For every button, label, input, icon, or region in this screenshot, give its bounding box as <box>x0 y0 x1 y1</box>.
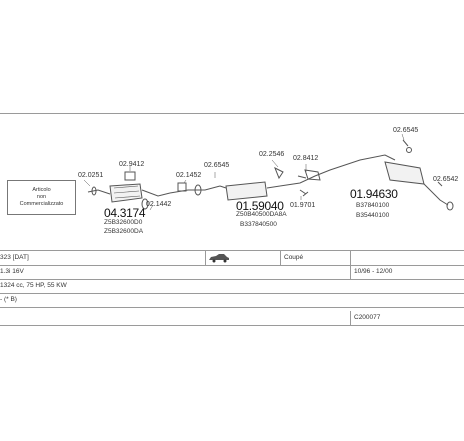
info-row-model: 323 [DAT] Coupé <box>0 251 464 266</box>
top-divider <box>0 113 464 114</box>
col-divider-1 <box>205 251 206 265</box>
gasket-a <box>141 198 149 210</box>
info-top-divider <box>0 250 464 251</box>
front-pipe <box>87 189 111 195</box>
rear-silencer-code[interactable]: 01.94630 <box>350 187 398 201</box>
note-line-1: Articolo <box>32 187 51 194</box>
col-divider-4 <box>350 311 351 325</box>
info-row-spec: 1324 cc, 75 HP, 55 KW <box>0 279 464 294</box>
col-divider-2 <box>280 251 281 265</box>
part-code-1[interactable]: 02.0251 <box>78 172 104 179</box>
engine-label: 1.3i 16V <box>0 268 24 275</box>
clamp-b <box>177 182 187 192</box>
info-row-engine: 1.3i 16V 10/96 - 12/00 <box>0 265 464 280</box>
info-row-misc: - (* B) <box>0 293 464 308</box>
engine-spec: 1324 cc, 75 HP, 55 KW <box>0 282 67 289</box>
cat-outlet-pipe <box>141 189 171 197</box>
car-icon <box>209 254 229 263</box>
not-sold-note: Articolo non Commercializzato <box>7 180 76 215</box>
bracket-c <box>304 169 321 181</box>
part-code-9[interactable]: 02.6545 <box>393 127 419 134</box>
rear-silencer <box>384 161 425 185</box>
body-type: Coupé <box>284 254 304 261</box>
rear-silencer-oem-2: B35440100 <box>356 212 390 219</box>
model-label: 323 [DAT] <box>0 254 29 261</box>
part-code-2[interactable]: 02.9412 <box>119 161 145 168</box>
gasket-b <box>194 184 202 196</box>
clamp-c <box>299 189 309 197</box>
misc-note: - (* B) <box>0 296 17 303</box>
note-line-2: non <box>36 194 47 201</box>
front-flange <box>91 186 97 196</box>
hanger-b <box>402 139 409 147</box>
rear-pipe <box>279 154 396 187</box>
hanger-c <box>437 181 443 187</box>
rear-silencer-oem-1: B37840100 <box>356 202 390 209</box>
mid-silencer-code[interactable]: 01.59040 <box>236 199 284 213</box>
part-code-8[interactable]: 01.9701 <box>290 202 316 209</box>
mid-silencer-oem-2: B337840500 <box>240 221 277 228</box>
hanger-a <box>274 166 284 180</box>
catalyst-oem-2: Z5B32600DA <box>104 228 144 235</box>
part-code-6[interactable]: 02.2546 <box>259 151 285 158</box>
mid-silencer <box>225 181 268 201</box>
reference-code: C200077 <box>354 314 381 321</box>
clamp-a <box>124 171 136 181</box>
info-row-ref: C200077 <box>0 311 464 326</box>
production-years: 10/96 - 12/00 <box>354 268 393 275</box>
col-divider-3 <box>350 251 351 279</box>
part-code-5[interactable]: 02.6545 <box>204 162 230 169</box>
part-code-10[interactable]: 02.6542 <box>433 176 459 183</box>
part-code-7[interactable]: 02.8412 <box>293 155 319 162</box>
catalyst-oem-1: Z5B32600D0 <box>104 219 143 226</box>
tail-tip <box>446 201 454 211</box>
note-line-3: Commercializzato <box>19 200 64 207</box>
part-code-3[interactable]: 02.1442 <box>146 201 172 208</box>
mid-silencer-oem-1: Z50B40500DA8A <box>236 211 287 218</box>
catalyst-code[interactable]: 04.3174 <box>104 206 146 220</box>
tail-pipe <box>423 183 449 206</box>
part-code-4[interactable]: 02.1452 <box>176 172 202 179</box>
